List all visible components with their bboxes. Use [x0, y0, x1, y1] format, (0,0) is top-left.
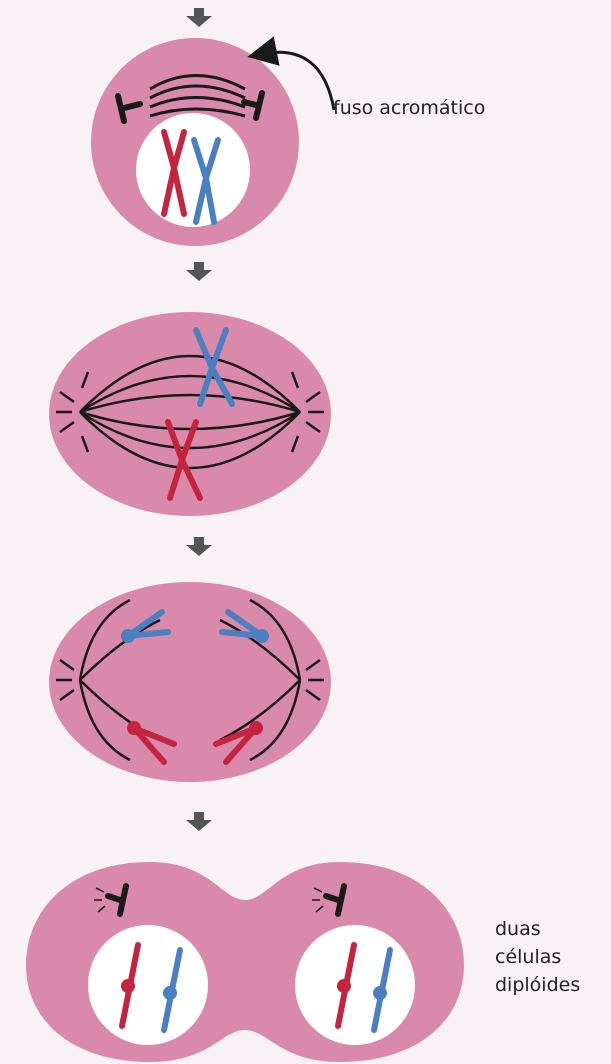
centromere-blue-left: [121, 629, 135, 643]
anaphase-cell: [49, 582, 331, 782]
daughter-cells-label-line: células: [495, 943, 580, 971]
stage-arrow-3: [186, 537, 212, 556]
stage-arrow-4: [186, 812, 212, 831]
stage-arrow-1: [186, 8, 212, 27]
prophase-nucleus: [136, 113, 250, 227]
prophase-cell: [91, 38, 334, 246]
spindle-label: fuso acromático: [333, 94, 485, 122]
metaphase-cell: [49, 312, 331, 516]
daughter-cells-label-line: diplóides: [495, 971, 580, 999]
daughter-cells-label: duas células diplóides: [495, 915, 580, 999]
centromere-blue-right: [255, 629, 269, 643]
daughter-nucleus-left: [88, 925, 208, 1045]
daughter-cells-label-line: duas: [495, 915, 580, 943]
centromere-red-left: [127, 721, 141, 735]
telophase-cells: [26, 862, 464, 1062]
stage-arrow-2: [186, 262, 212, 281]
centromere-red-right: [249, 721, 263, 735]
